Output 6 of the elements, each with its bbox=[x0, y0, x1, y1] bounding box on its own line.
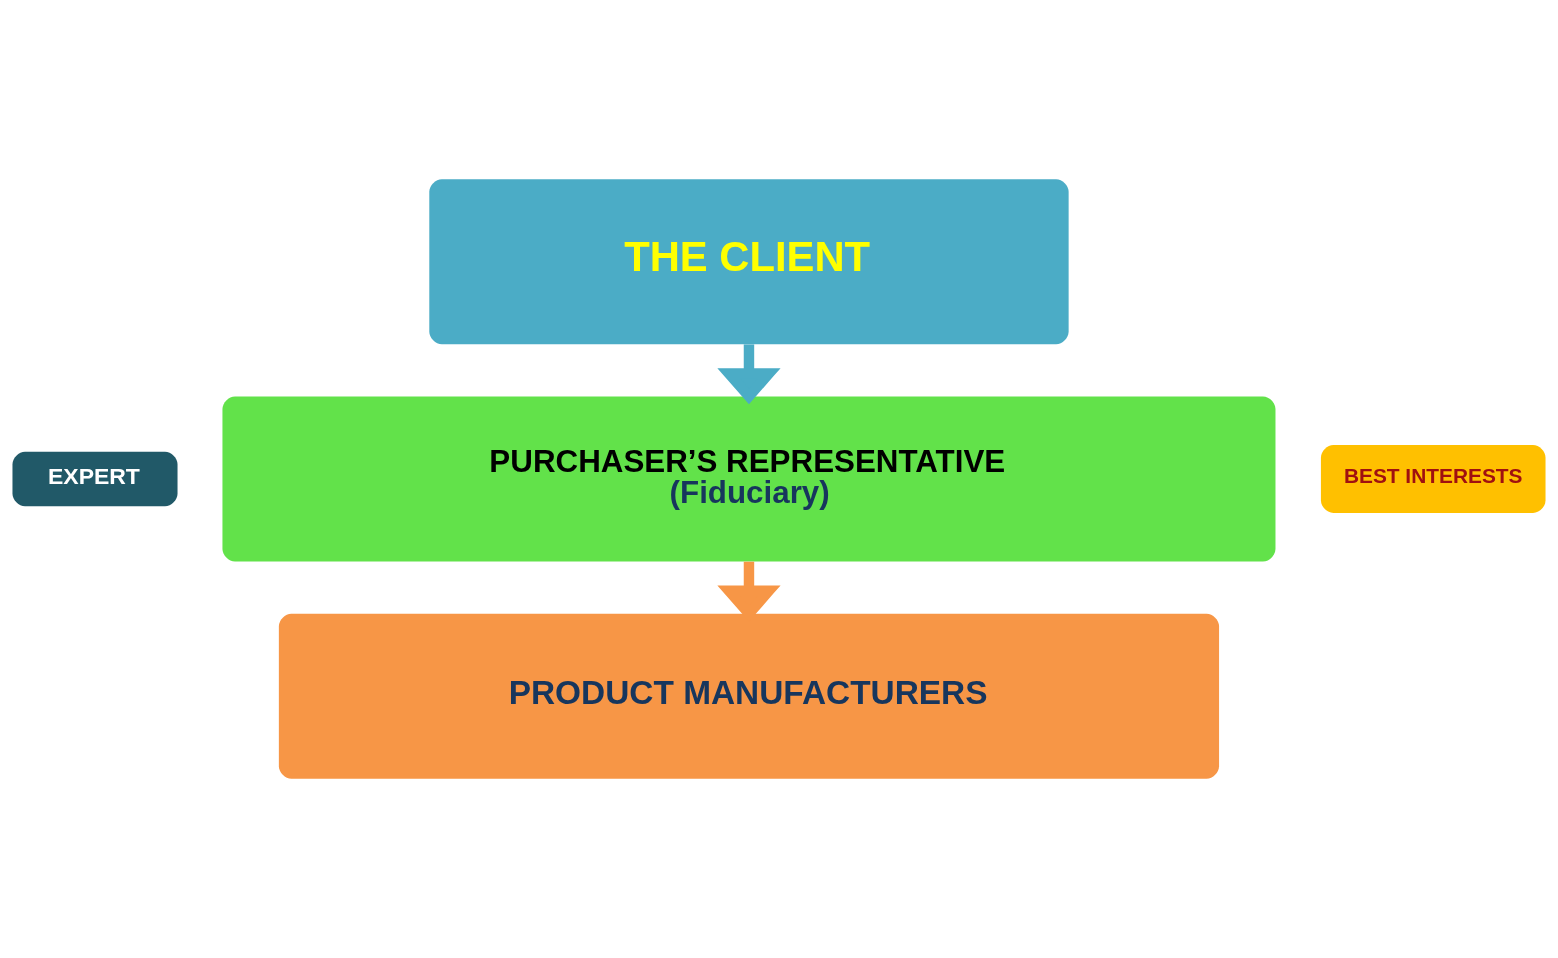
node-box: THE CLIENT bbox=[429, 179, 1069, 345]
node-box: EXPERT bbox=[12, 451, 178, 507]
arrow bbox=[717, 344, 781, 405]
node-box: BEST INTERESTS bbox=[1320, 445, 1546, 513]
node-box: PRODUCT MANUFACTURERS bbox=[278, 613, 1220, 779]
node-box: PURCHASER’S REPRESENTATIVE (Fiduciary) bbox=[222, 396, 1276, 562]
